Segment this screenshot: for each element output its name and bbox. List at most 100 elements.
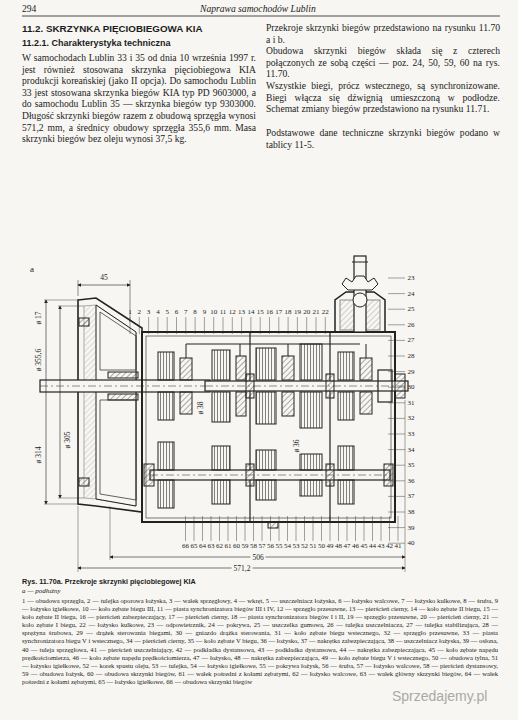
callout-number: 41 xyxy=(395,542,402,550)
callout-number: 52 xyxy=(301,542,308,550)
callout-number: 43 xyxy=(378,542,385,550)
leader-line xyxy=(381,516,382,541)
callout-number: 25 xyxy=(408,305,415,313)
dimension-label: ø 36 xyxy=(292,438,301,453)
callout-number: 66 xyxy=(182,542,189,550)
leader-line xyxy=(288,317,289,334)
callout-number: 19 xyxy=(294,308,301,316)
leader-line xyxy=(278,317,279,334)
leader-line xyxy=(388,324,405,325)
callout-number: 56 xyxy=(267,542,274,550)
leader-line xyxy=(388,465,405,466)
leader-line xyxy=(279,516,280,541)
callout-number: 6 xyxy=(175,308,179,316)
dimension-label: ø 17 xyxy=(34,310,43,325)
callout-number: 49 xyxy=(327,542,334,550)
body-paragraph: Podstawowe dane techniczne skrzynki bieg… xyxy=(266,127,500,150)
callout-number: 61 xyxy=(225,542,232,550)
body-paragraph: W samochodach Lublin 33 i 35 od dnia 10 … xyxy=(22,52,256,145)
callout-number: 26 xyxy=(408,321,415,329)
leader-line xyxy=(388,480,405,481)
dimension-label: 571,2 xyxy=(232,564,253,573)
dimension-label: 506 xyxy=(250,553,265,562)
dimension-label: ø 355,6 xyxy=(34,348,43,373)
leader-line xyxy=(325,317,326,334)
leader-line xyxy=(148,317,149,334)
callout-number: 44 xyxy=(369,542,376,550)
leader-line xyxy=(185,317,186,334)
callout-number: 11 xyxy=(220,308,227,316)
leader-line xyxy=(389,516,390,541)
leader-line xyxy=(316,317,317,334)
callout-number: 3 xyxy=(147,308,151,316)
leader-line xyxy=(260,317,261,334)
callout-number: 60 xyxy=(233,542,240,550)
callout-number: 17 xyxy=(275,308,282,316)
leader-line xyxy=(241,317,242,334)
callout-number: 1 xyxy=(128,308,132,316)
leader-line xyxy=(194,516,195,541)
body-paragraph: Przekroje skrzynki biegów przedstawiono … xyxy=(266,22,500,45)
section-heading: 11.2. SKRZYNKA PIĘCIOBIEGOWA KIA xyxy=(22,23,262,34)
leader-line xyxy=(176,317,177,334)
leader-line xyxy=(130,317,131,334)
leader-line xyxy=(388,371,405,372)
callout-number: 18 xyxy=(285,308,292,316)
leader-line xyxy=(304,516,305,541)
callout-number: 28 xyxy=(408,352,415,360)
leader-line xyxy=(195,317,196,334)
leader-line xyxy=(388,340,405,341)
callout-number: 62 xyxy=(216,542,223,550)
leader-line xyxy=(388,496,405,497)
leader-line xyxy=(250,317,251,334)
leader-line xyxy=(232,317,233,334)
callout-number: 54 xyxy=(284,542,291,550)
callout-number: 33 xyxy=(408,430,415,438)
callout-number: 30 xyxy=(408,383,415,391)
callout-number: 34 xyxy=(408,446,415,454)
leader-line xyxy=(388,356,405,357)
page-number: 294 xyxy=(22,3,36,14)
running-header: Naprawa samochodów Lublin xyxy=(200,3,316,14)
leader-line xyxy=(287,516,288,541)
leader-line xyxy=(202,516,203,541)
callout-number: 24 xyxy=(408,290,415,298)
callout-number: 15 xyxy=(257,308,264,316)
leader-line xyxy=(211,516,212,541)
callout-number: 39 xyxy=(408,524,415,532)
dimension-label: ø 305 xyxy=(63,431,72,450)
callout-number: 7 xyxy=(184,308,188,316)
leader-line xyxy=(330,516,331,541)
leader-line xyxy=(236,516,237,541)
callout-number: 65 xyxy=(191,542,198,550)
callout-number: 10 xyxy=(210,308,217,316)
leader-line xyxy=(388,434,405,435)
callout-number: 45 xyxy=(361,542,368,550)
callout-number: 9 xyxy=(203,308,207,316)
leader-line xyxy=(388,293,405,294)
leader-line xyxy=(167,317,168,334)
callout-number: 59 xyxy=(242,542,249,550)
callout-number: 50 xyxy=(318,542,325,550)
callout-number: 16 xyxy=(266,308,273,316)
callout-number: 36 xyxy=(408,477,415,485)
callout-number: 40 xyxy=(408,539,415,547)
callout-number: 46 xyxy=(352,542,359,550)
callout-number: 51 xyxy=(310,542,317,550)
leader-line xyxy=(296,516,297,541)
dimension-label: ø 38 xyxy=(196,400,205,415)
callout-number: 58 xyxy=(250,542,257,550)
callout-number: 47 xyxy=(344,542,351,550)
leader-line xyxy=(306,317,307,334)
leader-line xyxy=(223,317,224,334)
leader-line xyxy=(228,516,229,541)
callout-number: 63 xyxy=(208,542,215,550)
subsection-heading: 11.2.1. Charakterystyka techniczna xyxy=(22,38,171,48)
leader-line xyxy=(398,516,399,541)
leader-line xyxy=(321,516,322,541)
dimension-label: 45 xyxy=(99,273,109,282)
figure-caption: Rys. 11.70a. Przekroje skrzynki pięciobi… xyxy=(22,577,498,586)
callout-number: 55 xyxy=(276,542,283,550)
leader-line xyxy=(157,317,158,334)
